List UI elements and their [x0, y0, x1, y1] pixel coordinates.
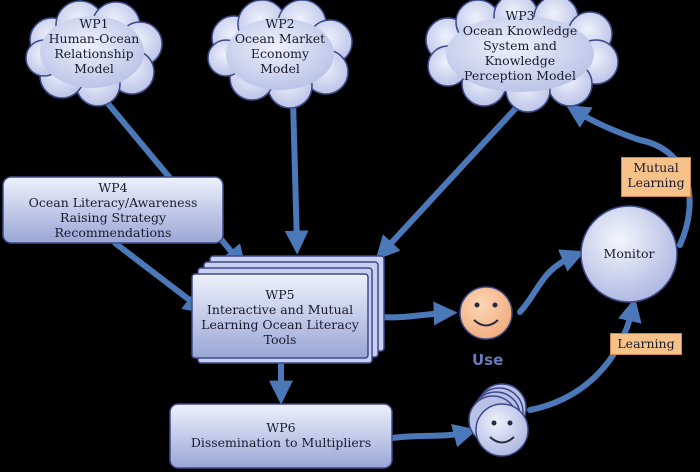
arrow-wp3-to-wp5: [375, 92, 531, 261]
wp1-line-1: WP1: [79, 16, 109, 31]
wp3-line-3: System and: [483, 38, 557, 53]
arrow-monitor-to-wp3: [565, 104, 693, 248]
cloud-wp1: [25, 0, 163, 107]
wp4-line-1: WP4: [98, 180, 128, 195]
wp5-line-1: WP5: [265, 287, 295, 302]
smiley-use: [459, 286, 513, 340]
wp3-line-2: Ocean Knowledge: [462, 23, 578, 38]
wp1-line-4: Model: [74, 61, 114, 76]
cloud-wp2: [207, 0, 353, 109]
arrow-smiley-to-monitor: [527, 297, 642, 413]
wp2-line-2: Ocean Market: [234, 31, 326, 46]
label-wp5: WP5 Interactive and Mutual Learning Ocea…: [192, 287, 368, 347]
label-monitor: Monitor: [581, 246, 677, 261]
tag-mutual-learning: Mutual Learning: [621, 157, 691, 197]
wp3-line-1: WP3: [505, 8, 535, 23]
wp3-line-5: Perception Model: [464, 68, 576, 83]
wp6-line-2: Dissemination to Multipliers: [190, 435, 372, 450]
wp5-line-2: Interactive and Mutual: [206, 302, 354, 317]
wp2-line-4: Model: [260, 61, 300, 76]
monitor-text: Monitor: [603, 246, 655, 261]
wp2-line-3: Economy: [250, 46, 310, 61]
label-wp2: WP2 Ocean Market Economy Model: [226, 16, 334, 76]
wp1-line-3: Relationship: [54, 46, 134, 61]
node-monitor: [580, 205, 678, 303]
arrow-wp6-to-smiley: [389, 424, 478, 448]
arrow-use-to-monitor: [517, 249, 585, 315]
wp1-line-2: Human-Ocean: [48, 31, 140, 46]
mutual-learning-line-2: Learning: [627, 175, 685, 190]
label-use: Use: [472, 351, 504, 369]
tag-learning: Learning: [610, 333, 682, 355]
wp6-line-1: WP6: [266, 420, 296, 435]
wp5-line-4: Tools: [263, 332, 297, 347]
mutual-learning-line-1: Mutual: [633, 160, 679, 175]
wp2-line-1: WP2: [265, 16, 295, 31]
arrow-wp4-to-wp5: [112, 240, 208, 314]
wp4-line-4: Recommendations: [54, 225, 172, 240]
label-wp6: WP6 Dissemination to Multipliers: [170, 420, 392, 450]
label-wp4: WP4 Ocean Literacy/Awareness Raising Str…: [3, 180, 223, 240]
label-wp3: WP3 Ocean Knowledge System and Knowledge…: [452, 8, 588, 83]
wp5-line-3: Learning Ocean Literacy: [201, 317, 359, 332]
box-wp6: [169, 403, 393, 469]
box-wp5-stack: [191, 255, 385, 364]
wp4-line-3: Raising Strategy: [59, 210, 167, 225]
box-wp4: [2, 176, 224, 244]
label-wp1: WP1 Human-Ocean Relationship Model: [40, 16, 148, 76]
smiley-multipliers: [468, 383, 529, 457]
arrow-wp2-to-wp5: [284, 97, 309, 255]
wp4-line-2: Ocean Literacy/Awareness: [28, 195, 198, 210]
wp3-line-4: Knowledge: [484, 53, 556, 68]
cloud-wp3: [425, 0, 619, 113]
